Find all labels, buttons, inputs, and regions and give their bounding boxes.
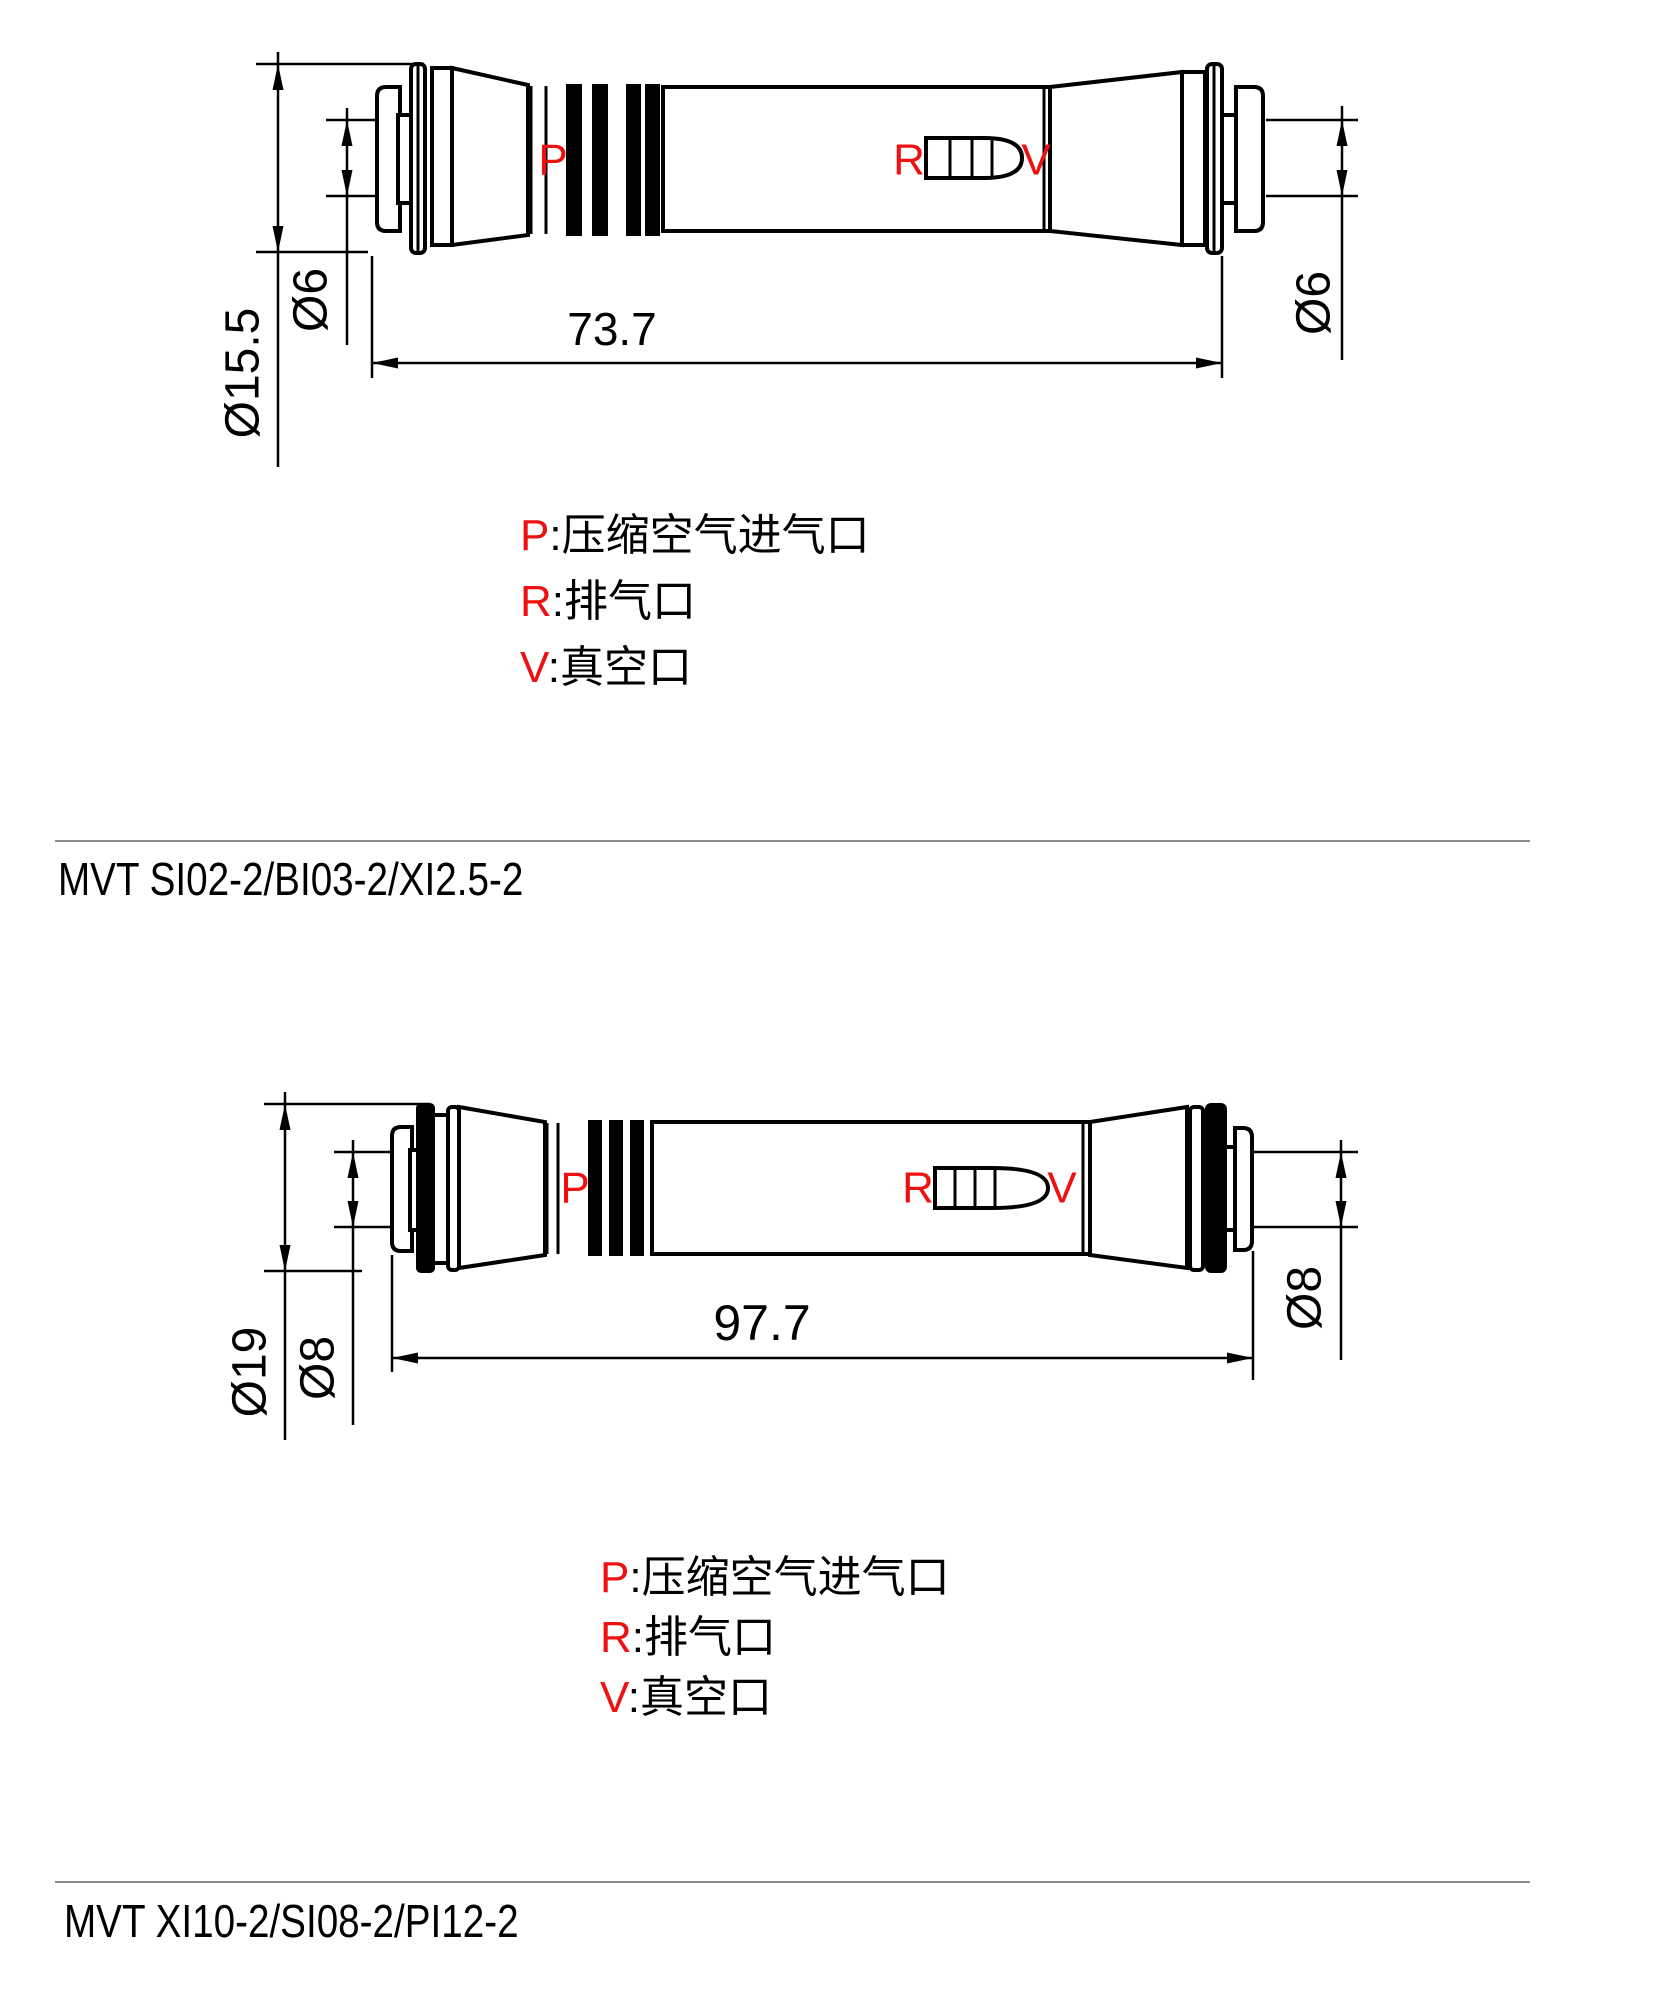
section-divider-bottom [55,1881,1530,1883]
dim-body-diameter: Ø15.5 [217,308,270,439]
ejector-outline [390,1103,1254,1273]
arrowhead [347,1152,359,1178]
legend-text-r: :排气口 [631,1613,777,1662]
port-label-v: V [1021,136,1051,185]
port-legend-top: P:压缩空气进气口 R:排气口 V:真空口 [520,503,870,701]
exhaust-slot [924,136,1025,180]
right-cap [1234,85,1265,233]
knurl-bars [588,1120,644,1256]
left-cap [390,1125,414,1253]
left-cone [457,1104,547,1271]
legend-line-v: V:真空口 [520,635,870,701]
arrowhead [1336,170,1348,196]
ejector-outline [375,62,1265,255]
drawing-top-ejector: P R V 73.7 Ø15.5 Ø6 Ø6 [217,52,1358,467]
arrowhead [279,1104,291,1130]
legend-text-r: :排气口 [551,577,697,626]
arrowhead [341,120,353,146]
legend-key-r: R [600,1613,632,1662]
dimension-lines [256,52,1358,467]
right-cap [1233,1126,1254,1252]
left-cone [450,65,530,248]
right-seal-band [1205,1103,1227,1273]
dim-left-port-diameter: Ø6 [285,268,338,332]
arrowhead [347,1201,359,1227]
arrowhead [272,226,284,252]
legend-line-r: R:排气口 [520,569,870,635]
legend-key-p: P [600,1553,630,1602]
right-cone [1048,69,1184,248]
port-legend-bottom: P:压缩空气进气口 R:排气口 V:真空口 [600,1548,950,1728]
arrowhead [1196,357,1222,369]
right-cone [1088,1104,1189,1271]
port-label-r: R [893,136,925,185]
legend-text-v: :真空口 [627,1673,772,1722]
port-label-r: R [902,1164,934,1213]
dim-overall-length: 97.7 [713,1295,810,1351]
arrowhead [372,357,398,369]
drawing-bottom-ejector: P R V 97.7 Ø19 Ø8 Ø8 [224,1092,1358,1440]
legend-key-r: R [520,577,552,626]
left-collar [430,66,454,247]
dim-body-diameter: Ø19 [224,1327,277,1418]
legend-line-p: P:压缩空气进气口 [600,1548,950,1608]
legend-key-v: V [600,1673,628,1722]
arrowhead [272,64,284,90]
dim-right-port-diameter: Ø8 [1279,1266,1332,1330]
legend-line-p: P:压缩空气进气口 [520,503,870,569]
dim-left-port-diameter: Ø8 [292,1336,345,1400]
arrowhead [392,1352,418,1364]
left-connector [431,1113,450,1265]
section-divider-top [55,840,1530,842]
legend-text-p: :压缩空气进气口 [629,1553,950,1602]
exhaust-slot [933,1166,1051,1210]
arrowhead [341,170,353,196]
port-label-v: V [1047,1164,1077,1213]
dim-overall-length: 73.7 [567,303,657,355]
right-neck [1220,113,1238,205]
main-body [661,85,1052,233]
legend-text-p: :压缩空气进气口 [549,511,870,560]
legend-line-r: R:排气口 [600,1608,950,1668]
arrowhead [1335,1152,1347,1178]
right-collar [1180,70,1207,247]
left-cap [375,85,402,233]
knurl-bars [566,84,660,236]
port-label-p: P [538,136,567,185]
dimension-lines [264,1092,1358,1440]
legend-line-v: V:真空口 [600,1668,950,1728]
arrowhead [1335,1201,1347,1227]
legend-key-v: V [520,643,548,692]
arrowhead [1227,1352,1253,1364]
legend-key-p: P [520,511,550,560]
right-ring [1188,1105,1205,1272]
dim-right-port-diameter: Ø6 [1288,271,1341,335]
arrowhead [279,1245,291,1271]
arrowhead [1336,120,1348,146]
legend-text-v: :真空口 [547,643,692,692]
model-name-top: MVT SI02-2/BI03-2/XI2.5-2 [58,853,524,905]
model-name-bottom: MVT XI10-2/SI08-2/PI12-2 [64,1895,519,1947]
port-label-p: P [560,1164,589,1213]
left-seal-band [416,1103,435,1273]
